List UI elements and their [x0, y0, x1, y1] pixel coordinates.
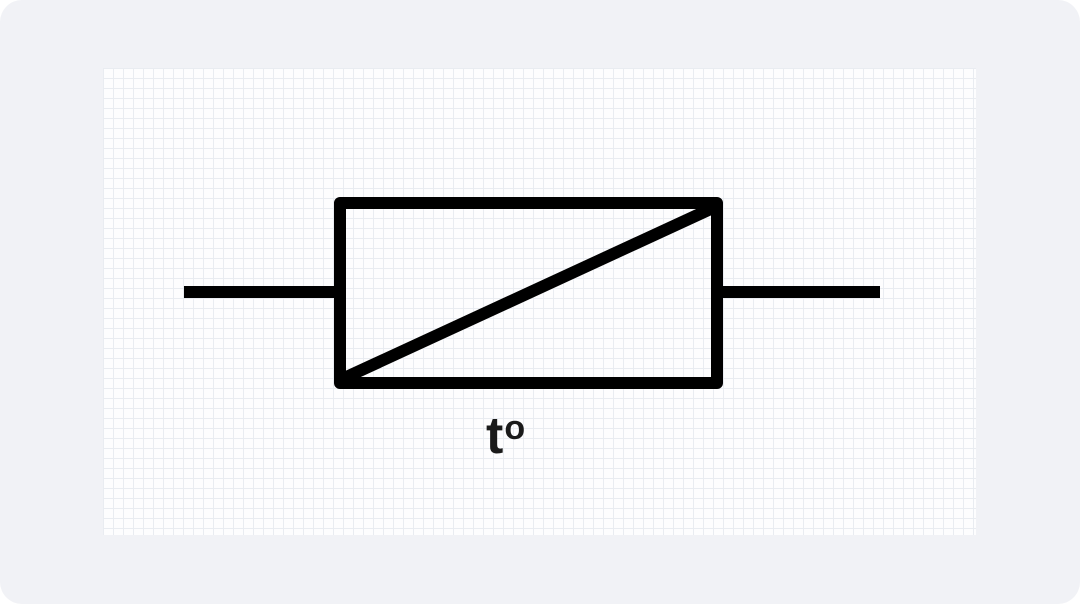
resistor-body	[334, 197, 723, 389]
temperature-label-base: t	[486, 407, 504, 465]
temperature-label-superscript: o	[504, 409, 526, 447]
grid-canvas	[103, 68, 976, 535]
temperature-label: to	[486, 398, 525, 466]
thermal-diagonal	[334, 200, 723, 386]
